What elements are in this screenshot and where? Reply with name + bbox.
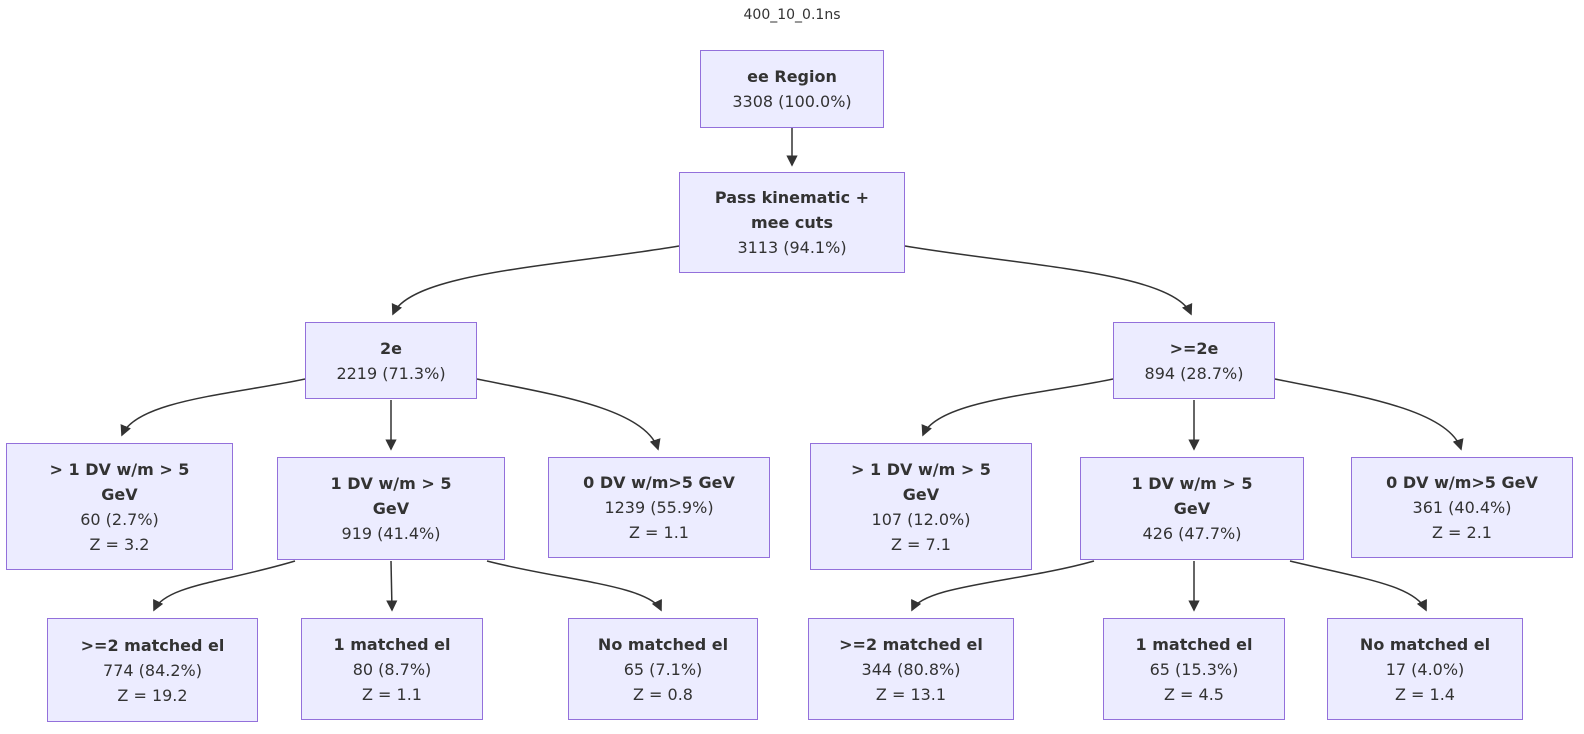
node-label: >=2e <box>1169 338 1219 358</box>
node-count: 1239 (55.9%) <box>604 498 714 517</box>
edge-2e-1dv-to-2e-ge2matched <box>153 560 296 612</box>
node-label: 0 DV w/m>5 GeV <box>583 473 735 492</box>
node-2e: 2e 2219 (71.3%) <box>305 322 477 399</box>
node-2e-ge2matched: >=2 matched el 774 (84.2%) Z = 19.2 <box>47 618 258 722</box>
node-label: > 1 DV w/m > 5 GeV <box>49 459 190 504</box>
node-label: 1 DV w/m > 5 GeV <box>330 474 452 518</box>
node-count: 17 (4.0%) <box>1385 659 1465 679</box>
node-ee-region: ee Region 3308 (100.0%) <box>700 50 884 128</box>
node-count: 65 (15.3%) <box>1149 659 1239 679</box>
node-count: 426 (47.7%) <box>1142 524 1242 543</box>
node-zscore: Z = 1.4 <box>1395 684 1455 704</box>
node-zscore: Z = 3.2 <box>89 534 150 554</box>
node-label: 1 matched el <box>333 634 451 654</box>
node-2e-1matched: 1 matched el 80 (8.7%) Z = 1.1 <box>301 618 483 720</box>
node-label: Pass kinematic + mee cuts <box>714 188 870 232</box>
node-label: No matched el <box>597 634 729 654</box>
node-2e-0dv: 0 DV w/m>5 GeV 1239 (55.9%) Z = 1.1 <box>548 457 770 558</box>
node-zscore: Z = 4.5 <box>1164 684 1224 704</box>
node-count: 80 (8.7%) <box>352 659 432 679</box>
edge-pass-kinematic-to-ge2e <box>904 245 1193 316</box>
node-count: 3113 (94.1%) <box>737 238 847 257</box>
node-zscore: Z = 19.2 <box>117 685 188 705</box>
node-pass-kinematic: Pass kinematic + mee cuts 3113 (94.1%) <box>679 172 905 273</box>
node-zscore: Z = 0.8 <box>633 684 693 704</box>
node-label: >=2 matched el <box>80 635 225 655</box>
node-2e-nomatched: No matched el 65 (7.1%) Z = 0.8 <box>568 618 758 720</box>
node-count: 894 (28.7%) <box>1144 363 1244 383</box>
node-count: 919 (41.4%) <box>341 524 441 543</box>
node-label: No matched el <box>1359 634 1491 654</box>
node-ge2e-nomatched: No matched el 17 (4.0%) Z = 1.4 <box>1327 618 1523 720</box>
edge-ge2e-to-ge2e-0dv <box>1274 378 1464 451</box>
node-ge2e-1matched: 1 matched el 65 (15.3%) Z = 4.5 <box>1103 618 1285 720</box>
node-count: 107 (12.0%) <box>871 509 971 529</box>
node-label: 0 DV w/m>5 GeV <box>1386 473 1538 492</box>
node-label: >=2 matched el <box>839 634 983 654</box>
edge-2e-1dv-to-2e-nomatched <box>486 560 662 612</box>
node-label: 1 DV w/m > 5 GeV <box>1131 474 1253 518</box>
node-label: 2e <box>380 338 402 358</box>
edge-ge2e-to-ge2e-gt1dv <box>921 378 1114 437</box>
edge-pass-kinematic-to-2e <box>391 245 680 316</box>
node-count: 2219 (71.3%) <box>336 363 446 383</box>
edge-2e-to-2e-gt1dv <box>120 378 306 437</box>
node-label: ee Region <box>747 67 837 86</box>
node-zscore: Z = 2.1 <box>1432 523 1492 542</box>
node-label: 1 matched el <box>1135 634 1253 654</box>
edge-2e-1dv-to-2e-1matched <box>386 560 398 612</box>
node-count: 60 (2.7%) <box>80 509 159 529</box>
node-ge2e-ge2matched: >=2 matched el 344 (80.8%) Z = 13.1 <box>808 618 1014 720</box>
node-ge2e-0dv: 0 DV w/m>5 GeV 361 (40.4%) Z = 2.1 <box>1351 457 1573 558</box>
edge-ge2e-1dv-to-ge2e-nomatched <box>1289 560 1427 612</box>
edge-2e-to-2e-0dv <box>476 378 661 451</box>
node-ge2e: >=2e 894 (28.7%) <box>1113 322 1275 399</box>
node-count: 3308 (100.0%) <box>732 92 852 111</box>
node-zscore: Z = 1.1 <box>362 684 422 704</box>
node-ge2e-gt1dv: > 1 DV w/m > 5 GeV 107 (12.0%) Z = 7.1 <box>810 443 1032 570</box>
node-count: 65 (7.1%) <box>623 659 703 679</box>
node-2e-gt1dv: > 1 DV w/m > 5 GeV 60 (2.7%) Z = 3.2 <box>6 443 233 570</box>
node-ge2e-1dv: 1 DV w/m > 5 GeV 426 (47.7%) <box>1080 457 1304 560</box>
node-zscore: Z = 13.1 <box>875 684 947 704</box>
node-count: 774 (84.2%) <box>103 660 202 680</box>
edge-ge2e-1dv-to-ge2e-ge2matched <box>911 560 1095 612</box>
node-count: 361 (40.4%) <box>1412 498 1512 517</box>
diagram-title: 400_10_0.1ns <box>743 7 841 23</box>
node-2e-1dv: 1 DV w/m > 5 GeV 919 (41.4%) <box>277 457 505 560</box>
node-label: > 1 DV w/m > 5 GeV <box>851 459 991 504</box>
node-count: 344 (80.8%) <box>861 659 961 679</box>
node-zscore: Z = 1.1 <box>629 523 689 542</box>
node-zscore: Z = 7.1 <box>891 534 951 554</box>
